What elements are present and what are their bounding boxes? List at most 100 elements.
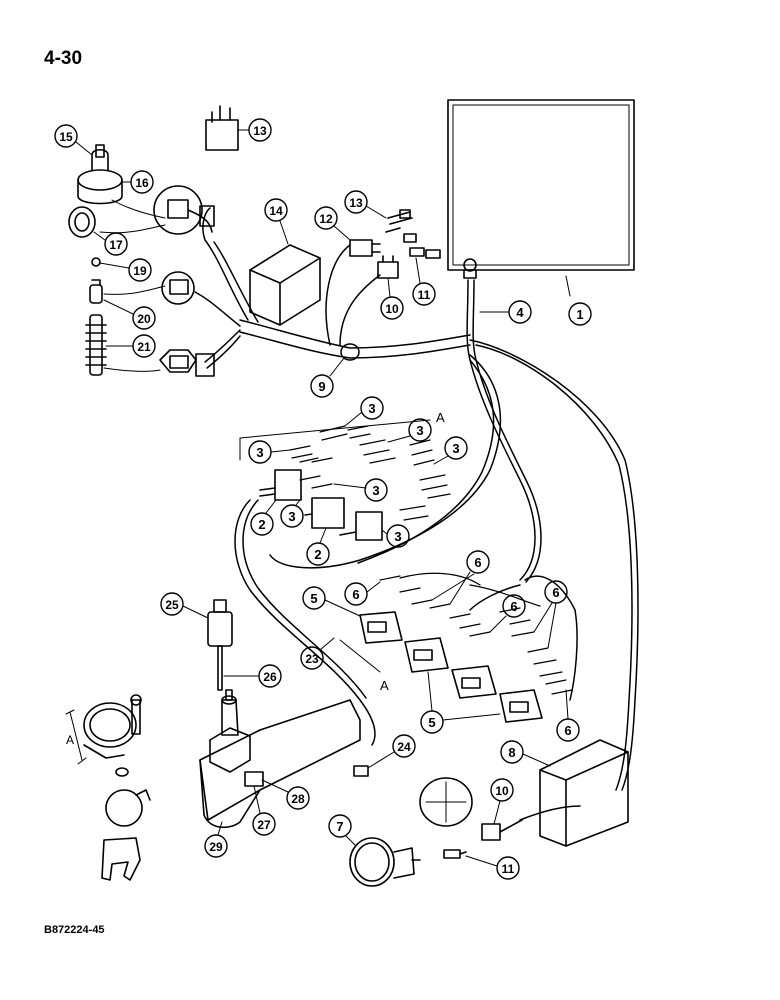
svg-text:23: 23: [305, 652, 319, 666]
cable-clamp: [83, 694, 142, 759]
svg-text:6: 6: [474, 555, 481, 570]
connector-2a: [259, 469, 302, 501]
callout-6c: 6: [489, 594, 526, 633]
callout-3a: 3: [344, 396, 384, 427]
mounting-bracket: [101, 837, 141, 881]
svg-text:10: 10: [385, 302, 399, 316]
callout-3d: 3: [248, 440, 291, 464]
connector-2b: [304, 497, 345, 529]
key-switch: [77, 144, 123, 205]
svg-text:19: 19: [133, 264, 147, 278]
callout-8: 8: [500, 740, 551, 767]
gauge-7: [349, 837, 421, 887]
callout-10-top: 10: [380, 277, 404, 320]
svg-text:24: 24: [397, 740, 411, 754]
connector-24: [353, 765, 369, 777]
lever-handle-25: [207, 599, 233, 691]
svg-text:9: 9: [318, 379, 325, 394]
control-box-15: [249, 244, 321, 326]
callout-6a: 6: [344, 581, 381, 606]
callout-6b: 6: [431, 550, 490, 605]
svg-text:20: 20: [137, 312, 151, 326]
connector-5c: [451, 665, 497, 699]
callout-16: 15: [54, 124, 93, 156]
callout-10-bottom: 10: [490, 778, 514, 825]
svg-text:29: 29: [209, 840, 223, 854]
connector-detail-17: [153, 185, 213, 235]
callout-3e: 3: [333, 478, 388, 502]
callout-5b: 5: [420, 671, 501, 734]
nut-part: [91, 257, 101, 267]
relay-14: [199, 105, 239, 227]
svg-text:6: 6: [564, 723, 571, 738]
terminals-13: [385, 209, 417, 243]
svg-text:11: 11: [418, 288, 431, 302]
section-marker-a-top: A: [436, 410, 445, 425]
hex-connector-22: [159, 349, 215, 377]
terminal-group-3: [289, 425, 451, 521]
gauge-face: [419, 777, 473, 827]
callout-9: 9: [310, 357, 345, 398]
callout-3g: 3: [381, 524, 410, 548]
callout-4: 4: [479, 300, 532, 324]
svg-text:13: 13: [253, 124, 267, 138]
section-a-lines-lower: [339, 639, 381, 673]
bulb-socket: [89, 279, 103, 304]
connector-3-housing: [339, 511, 383, 541]
svg-text:5: 5: [310, 591, 317, 606]
connector-5b: [404, 637, 449, 673]
cable-harness: [194, 207, 639, 791]
svg-text:3: 3: [452, 441, 459, 456]
connector-5a: [359, 611, 403, 644]
svg-text:2: 2: [258, 517, 265, 532]
spring-part: [85, 314, 107, 376]
svg-text:28: 28: [291, 792, 305, 806]
section-marker-a-clamp: A: [66, 733, 74, 747]
svg-text:1: 1: [576, 307, 583, 322]
callout-12: 12: [314, 206, 351, 241]
callout-2a: 2: [250, 499, 277, 536]
clamp-dimension-a: [65, 709, 87, 765]
callout-6e: 6: [556, 689, 580, 742]
callout-1: 1: [565, 275, 592, 326]
connector-12: [349, 239, 381, 257]
svg-text:11: 11: [502, 862, 515, 876]
callout-25: 25: [160, 592, 209, 619]
joystick-control-29: [199, 689, 361, 829]
callout-21: 20: [103, 299, 156, 330]
svg-text:3: 3: [394, 529, 401, 544]
callout-7: 7: [328, 814, 357, 847]
callout-3f: 3: [280, 499, 304, 528]
svg-text:3: 3: [372, 483, 379, 498]
terminal-group-6: [379, 572, 573, 695]
callouts: 1 4 13 14 15 16 17 19 20 21 12 13 10 11 …: [54, 118, 592, 880]
callout-3b: 3: [387, 418, 432, 443]
connector-5d: [499, 689, 543, 723]
section-marker-a-bottom: A: [380, 678, 389, 693]
callout-24: 24: [367, 734, 416, 769]
svg-text:13: 13: [349, 196, 363, 210]
callout-23: 23: [300, 637, 335, 670]
figure-code: B872224-45: [44, 924, 105, 936]
svg-text:17: 17: [109, 238, 123, 252]
callout-5a: 5: [302, 586, 361, 617]
callout-15: 14: [264, 198, 289, 245]
svg-text:26: 26: [263, 670, 277, 684]
callout-11-top: 11: [412, 257, 436, 306]
switch-cover: [68, 206, 96, 238]
svg-text:14: 14: [269, 204, 283, 218]
svg-text:6: 6: [510, 599, 517, 614]
svg-text:4: 4: [516, 305, 524, 320]
svg-text:3: 3: [256, 445, 263, 460]
section-markers: A A A: [66, 410, 445, 747]
junction-box-8: [519, 739, 629, 847]
svg-text:15: 15: [59, 130, 73, 144]
callout-6d: 6: [533, 580, 568, 649]
nut-washer: [115, 767, 129, 777]
svg-text:16: 16: [135, 176, 149, 190]
connector-10-bottom: [481, 819, 523, 841]
svg-text:6: 6: [552, 585, 559, 600]
svg-text:8: 8: [508, 745, 515, 760]
